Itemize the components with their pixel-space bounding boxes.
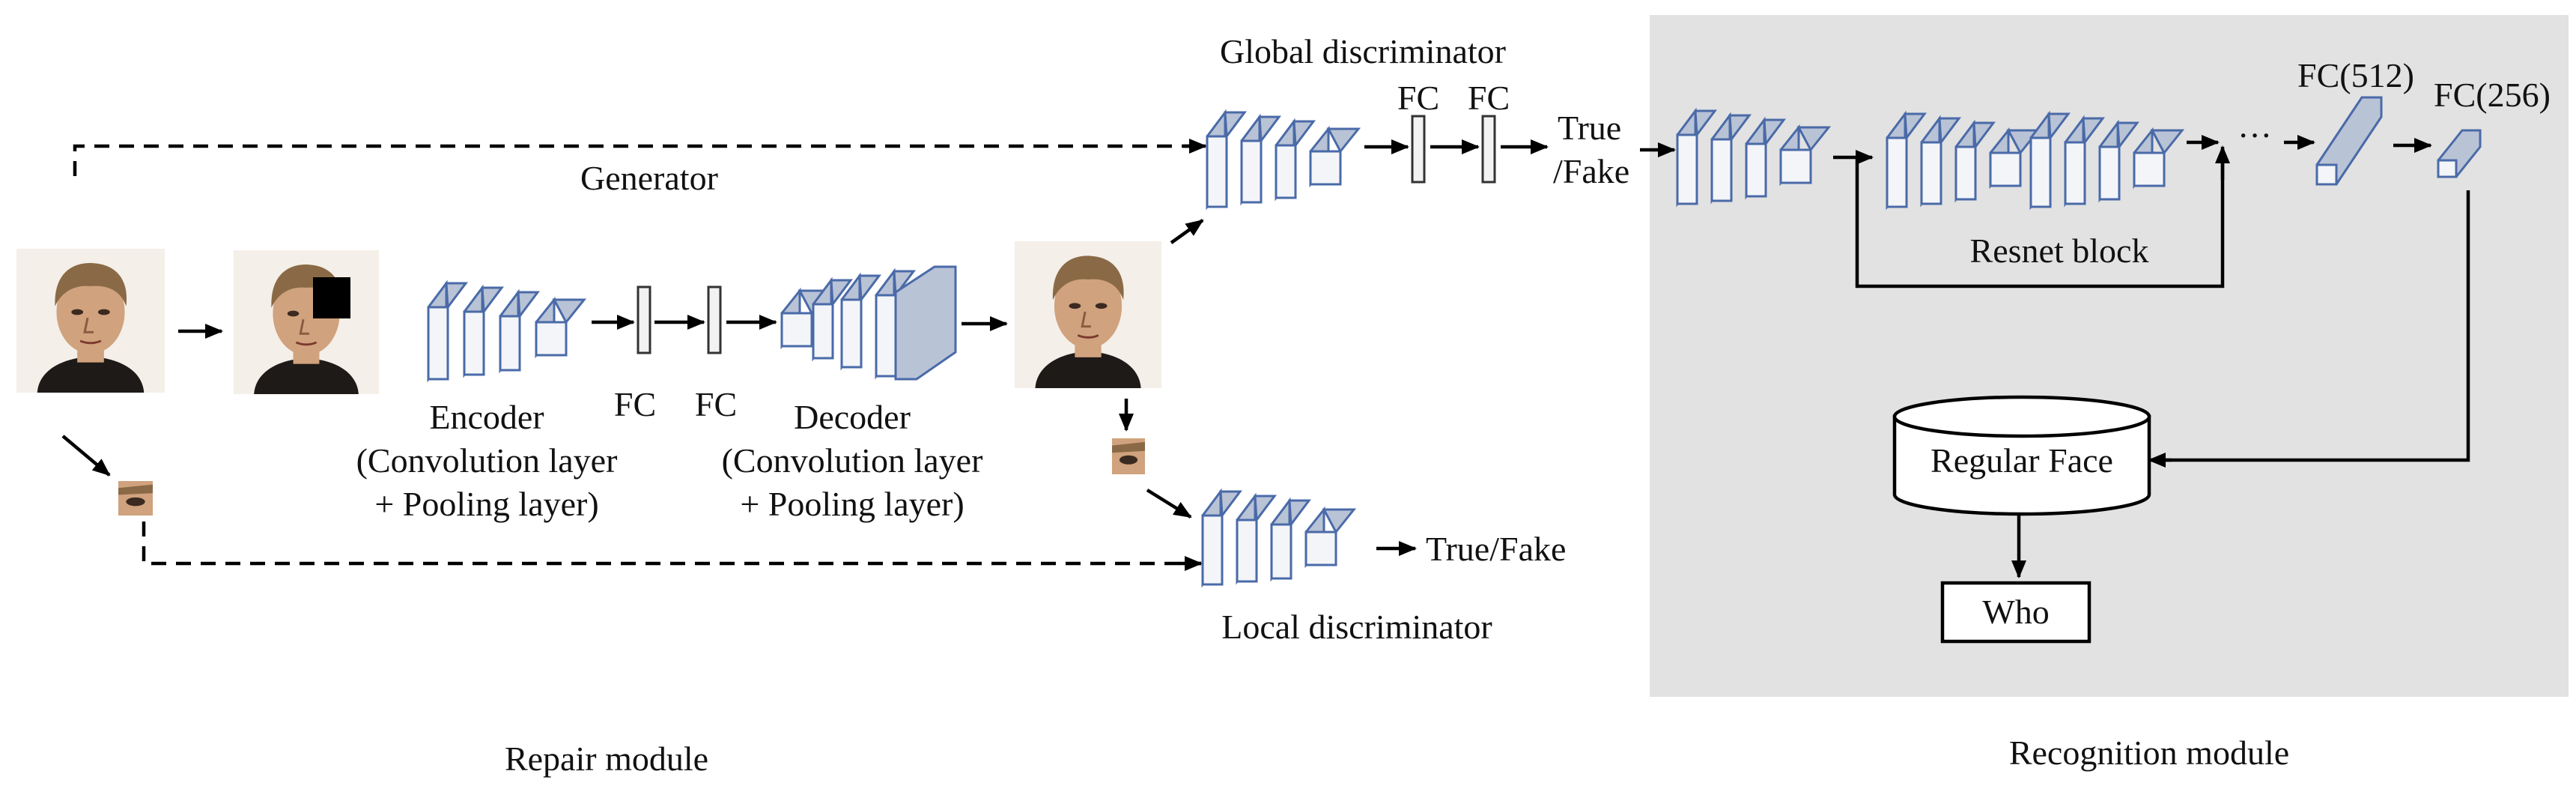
fc256-layer	[2437, 129, 2482, 178]
arrow-input-to-eye-crop	[61, 435, 111, 477]
decoder-label: Decoder	[794, 398, 911, 436]
input-eye-crop	[118, 481, 153, 516]
ellipsis-label: ···	[2238, 116, 2272, 154]
generator-fc-1	[637, 285, 651, 354]
dashed-path-local	[142, 522, 1203, 571]
resnet-block-label: Resnet block	[1970, 232, 2149, 270]
generator-fc2-label: FC	[695, 385, 737, 423]
recognition-module-label: Recognition module	[2009, 734, 2289, 772]
encoder-desc-line2: + Pooling layer)	[374, 485, 598, 523]
local-true-fake-label: True/Fake	[1426, 530, 1566, 568]
encoder-layers	[427, 279, 587, 383]
recognition-panel	[1650, 15, 2569, 697]
fc256-label: FC(256)	[2434, 76, 2551, 114]
arrow-output-to-global-disc	[1170, 219, 1204, 244]
occlusion-mask	[313, 277, 350, 318]
encoder-label: Encoder	[429, 398, 544, 436]
global-fc-1	[1411, 115, 1426, 184]
decoder-desc-line1: (Convolution layer	[722, 441, 983, 480]
fc512-label: FC(512)	[2297, 56, 2414, 94]
fc512-layer	[2315, 96, 2383, 186]
recognition-conv-layers	[1676, 107, 1832, 208]
who-label: Who	[1982, 593, 2049, 631]
who-box	[1940, 581, 2092, 644]
regular-face-label: Regular Face	[1931, 441, 2113, 480]
arrow-fc256-to-regular-face	[2152, 190, 2470, 462]
resnet-skip-connection	[1855, 135, 2230, 288]
encoder-desc-line1: (Convolution layer	[356, 441, 618, 480]
occluded-face-image	[232, 249, 380, 396]
dashed-path-global	[73, 139, 1207, 176]
global-fc1-label: FC	[1397, 79, 1439, 117]
resnet-block-layers	[1886, 110, 2185, 211]
local-discriminator-layers	[1201, 488, 1357, 588]
global-true-fake-line1: True	[1558, 109, 1621, 147]
repair-module-label: Repair module	[505, 740, 708, 778]
global-fc-2	[1481, 115, 1496, 184]
arrow-eye-crop-to-local-disc	[1146, 489, 1192, 519]
global-discriminator-label: Global discriminator	[1220, 32, 1506, 70]
repaired-face-image	[1013, 240, 1163, 390]
generator-fc-2	[707, 285, 722, 354]
repaired-eye-crop	[1112, 438, 1145, 474]
input-face-image	[15, 247, 166, 394]
decoder-desc-line2: + Pooling layer)	[740, 485, 964, 523]
global-true-fake-line2: /Fake	[1553, 152, 1629, 190]
generator-label: Generator	[580, 159, 718, 197]
decoder-layers	[780, 265, 957, 381]
regular-face-database	[1892, 395, 2151, 516]
generator-fc1-label: FC	[614, 385, 656, 423]
local-discriminator-label: Local discriminator	[1221, 608, 1492, 646]
global-fc2-label: FC	[1468, 79, 1510, 117]
global-discriminator-layers	[1206, 109, 1361, 211]
